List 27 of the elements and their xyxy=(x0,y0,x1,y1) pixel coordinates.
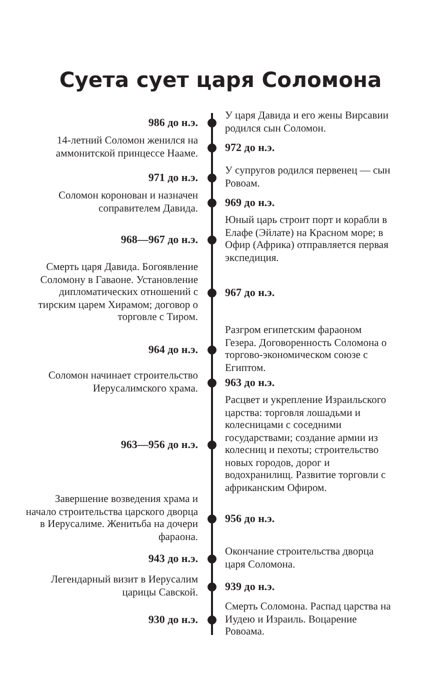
date-label: 943 до н.э. xyxy=(147,552,198,566)
date-label: 939 до н.э. xyxy=(225,580,276,594)
event-text: Окончание строительства дворца царя Соломона. xyxy=(225,546,375,572)
event-text: Юный царь строит порт и корабли в Елафе (Эйлате) на Красном море; в Офир (Африка) отправляется первая экспедиция. xyxy=(225,215,390,265)
date-label: 986 до н.э. xyxy=(147,116,198,130)
event-text: 14-летний Соломон женился на аммонитской принцессе Нааме. xyxy=(54,136,198,160)
date-label: 956 до н.э. xyxy=(225,512,276,526)
date-label: 964 до н.э. xyxy=(147,344,198,356)
event-text: Соломон начинает строительство Иерусалимского храма. xyxy=(47,370,198,396)
event-text: Расцвет и укрепление Израильского царства: торговля лошадьми и колесницами с соседними государствами; создание армии из колесниц и пехоты; строительство новых городов, дорог и водохранилищ. Развитие торговли с африканским Офиром. xyxy=(225,395,388,495)
event-text: У супругов родился первенец — сын Ровоам. xyxy=(225,166,392,190)
event-text: Легендарный визит в Иерусалим царицы Савской. xyxy=(50,574,198,600)
event-text: У царя Давида и его жены Вирсавии родился сын Соломон. xyxy=(225,110,390,136)
date-label: 969 до н.э. xyxy=(225,196,276,210)
date-label: 967 до н.э. xyxy=(225,286,276,300)
date-label: 972 до н.э. xyxy=(225,142,276,154)
date-label: 963 до н.э. xyxy=(225,376,276,390)
event-text: Соломон коронован и назначен соправителем Давида. xyxy=(57,190,198,216)
date-label: 930 до н.э. xyxy=(147,614,198,626)
date-label: 968—967 до н.э. xyxy=(120,234,198,246)
date-label: 963—956 до н.э. xyxy=(120,438,198,452)
date-label: 971 до н.э. xyxy=(147,172,198,184)
event-text: Завершение возведения храма и начало строительства царского дворца в Иерусалиме. Женитьба на дочери фараона. xyxy=(24,494,198,544)
event-text: Смерть Соломона. Распад царства на Иудею и Израиль. Воцарение Ровоама. xyxy=(225,601,392,639)
event-text: Смерть царя Давида. Богоявление Соломону в Гаваоне. Установление дипломатических отношений с тирским царем Хирамом; договор о торговле с Тиром. xyxy=(37,262,198,324)
title: Суета сует царя Соломона xyxy=(58,67,383,94)
event-text: Разгром египетским фараоном Гезера. Договоренность Соломона о торгово-экономическом союзе с Египтом. xyxy=(225,325,388,375)
